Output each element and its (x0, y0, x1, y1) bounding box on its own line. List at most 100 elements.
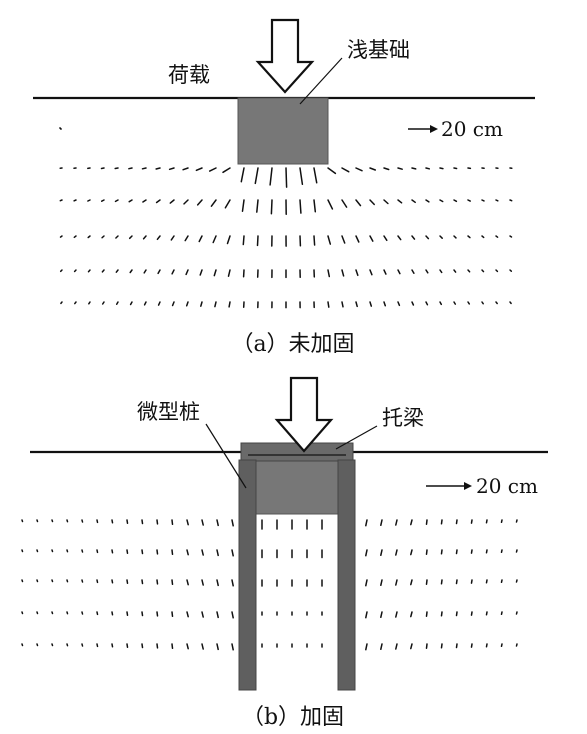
vector-tick (143, 301, 147, 306)
vector-tick (380, 643, 383, 651)
vector-tick (126, 643, 129, 648)
vector-tick (439, 269, 443, 274)
vector-tick (509, 199, 513, 202)
vector-tick (439, 235, 443, 239)
vector-tick (141, 579, 144, 585)
vector-tick (495, 199, 499, 202)
vector-tick (111, 519, 114, 524)
vector-tick (369, 235, 374, 242)
vector-tick (129, 269, 133, 274)
vector-tick (515, 643, 518, 647)
vector-tick (36, 643, 39, 647)
load-arrow-b (274, 376, 334, 453)
vector-tick (114, 167, 119, 170)
vector-tick (425, 301, 429, 306)
vector-tick (66, 611, 69, 615)
vector-tick (184, 235, 189, 242)
vector-tick (515, 549, 518, 553)
vector-tick (81, 519, 84, 523)
vector-tick (439, 199, 444, 203)
vector-tick (115, 235, 119, 239)
vector-tick (183, 199, 189, 205)
vector-tick (425, 519, 428, 525)
vector-tick (481, 235, 485, 239)
vector-tick (115, 301, 119, 305)
vector-tick (200, 301, 203, 307)
vector-tick (171, 301, 175, 307)
panel-a: 荷载 浅基础 20 cm （a）未加固 (33, 18, 535, 357)
vector-tick (169, 199, 175, 204)
vector-tick (87, 199, 91, 202)
vector-tick (66, 519, 69, 523)
vector-tick (156, 643, 159, 649)
vector-tick (440, 519, 443, 525)
vector-tick (213, 269, 217, 277)
vector-tick (341, 301, 344, 308)
vector-tick (341, 269, 345, 277)
vector-tick (509, 235, 513, 238)
vector-tick (101, 269, 105, 273)
vector-tick (481, 199, 485, 202)
vector-tick (157, 301, 161, 306)
vector-tick (51, 519, 54, 523)
vector-tick (36, 549, 39, 553)
vector-tick (485, 643, 488, 648)
vector-tick (51, 611, 54, 615)
vector-tick (365, 519, 368, 527)
vector-tick (270, 199, 273, 215)
vector-tick (355, 199, 362, 207)
vector-tick (365, 579, 368, 587)
vector-tick (21, 611, 24, 615)
vector-tick (171, 643, 174, 650)
vector-tick (355, 269, 359, 277)
vector-tick (383, 301, 387, 307)
vector-tick (216, 643, 219, 651)
vector-tick (397, 301, 401, 307)
vector-tick (495, 235, 499, 238)
vector-tick (201, 643, 204, 650)
vector-tick (73, 235, 77, 239)
vector-tick (210, 199, 217, 207)
vector-tick (425, 579, 428, 585)
vector-tick (171, 579, 174, 586)
vector-tick (73, 199, 77, 202)
vector-tick (285, 167, 288, 188)
vector-tick (395, 549, 398, 556)
vector-tick (81, 579, 84, 583)
vector-tick (410, 519, 413, 526)
vector-tick (198, 235, 203, 243)
vector-tick (201, 579, 204, 586)
vector-tick (440, 579, 443, 585)
vector-tick (369, 199, 375, 206)
vector-tick (21, 643, 24, 647)
vector-tick (216, 519, 219, 527)
vector-tick (365, 643, 368, 651)
vector-tick (440, 611, 443, 617)
micropile-left (238, 459, 257, 691)
vector-tick (256, 199, 259, 213)
vector-tick (114, 199, 119, 203)
vector-tick (397, 269, 401, 275)
vector-tick (196, 199, 203, 206)
vector-tick (485, 611, 488, 616)
vector-tick (201, 611, 204, 618)
vector-tick (355, 235, 360, 243)
vector-tick (500, 611, 503, 616)
vector-tick (156, 235, 161, 241)
vector-tick (341, 235, 346, 244)
vector-tick (425, 167, 431, 170)
vector-tick (256, 235, 259, 247)
vector-tick (485, 519, 488, 524)
vector-tick (341, 199, 348, 208)
vector-tick (411, 167, 417, 170)
vector-tick (101, 301, 105, 305)
vector-tick (126, 579, 129, 584)
vector-tick (185, 269, 189, 276)
vector-tick (156, 579, 159, 585)
vector-tick (111, 643, 114, 648)
vector-tick (96, 519, 99, 524)
vector-tick (453, 301, 457, 305)
vector-tick (36, 611, 39, 615)
vector-tick (481, 301, 484, 305)
vector-tick (410, 579, 413, 586)
